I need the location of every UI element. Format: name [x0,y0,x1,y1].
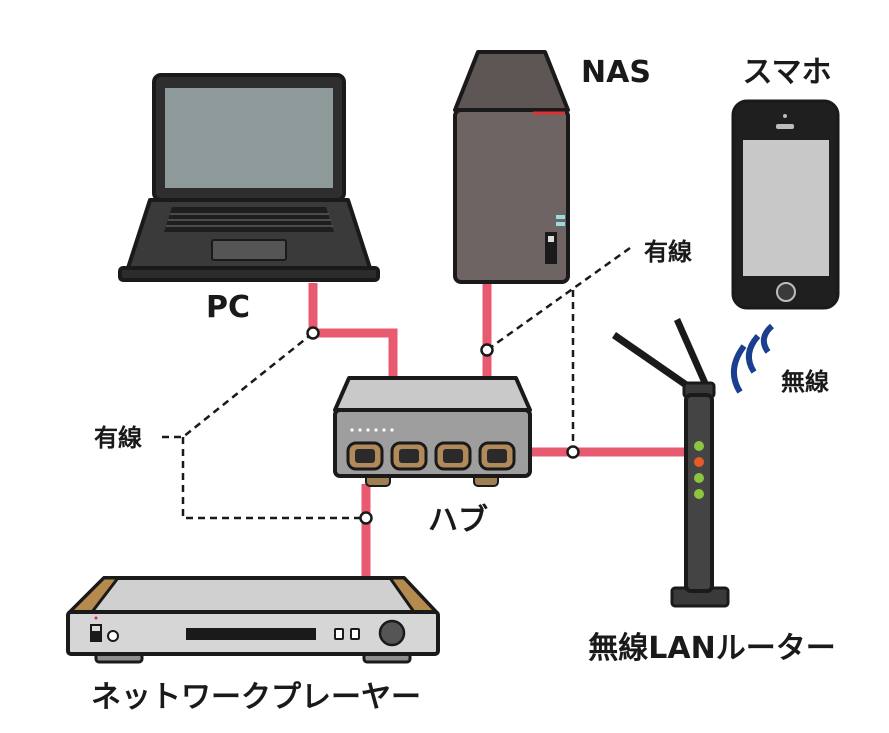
nas-icon [453,50,570,284]
router-icon [612,318,730,608]
leader-wired-left-lower [181,437,366,520]
hub-icon [333,376,532,487]
wifi-waves-icon [731,323,775,394]
label-pc: PC [206,290,250,325]
junction-markers [306,326,580,525]
leader-lines [162,246,631,520]
junction-player-cable [359,511,373,525]
label-wireless: 無線 [781,368,829,396]
label-nas: NAS [581,55,651,90]
leader-wired-right-diagonal [486,246,631,352]
leader-wired-left-upper [162,332,314,439]
junction-router-cable [566,445,580,459]
lan-cables [308,283,686,578]
label-smartphone: スマホ [742,55,831,90]
label-hub: ハブ [428,503,488,538]
cable-pc-hub [308,283,398,382]
network-player-icon [66,576,440,664]
junction-pc-cable [306,326,320,340]
junction-nas-cable [480,343,494,357]
label-router: 無線LANルーター [588,631,835,666]
laptop-icon [118,73,380,282]
label-network-player: ネットワークプレーヤー [91,680,421,715]
label-wired-right: 有線 [644,238,692,266]
label-wired-left: 有線 [94,424,142,452]
smartphone-icon [731,99,840,310]
